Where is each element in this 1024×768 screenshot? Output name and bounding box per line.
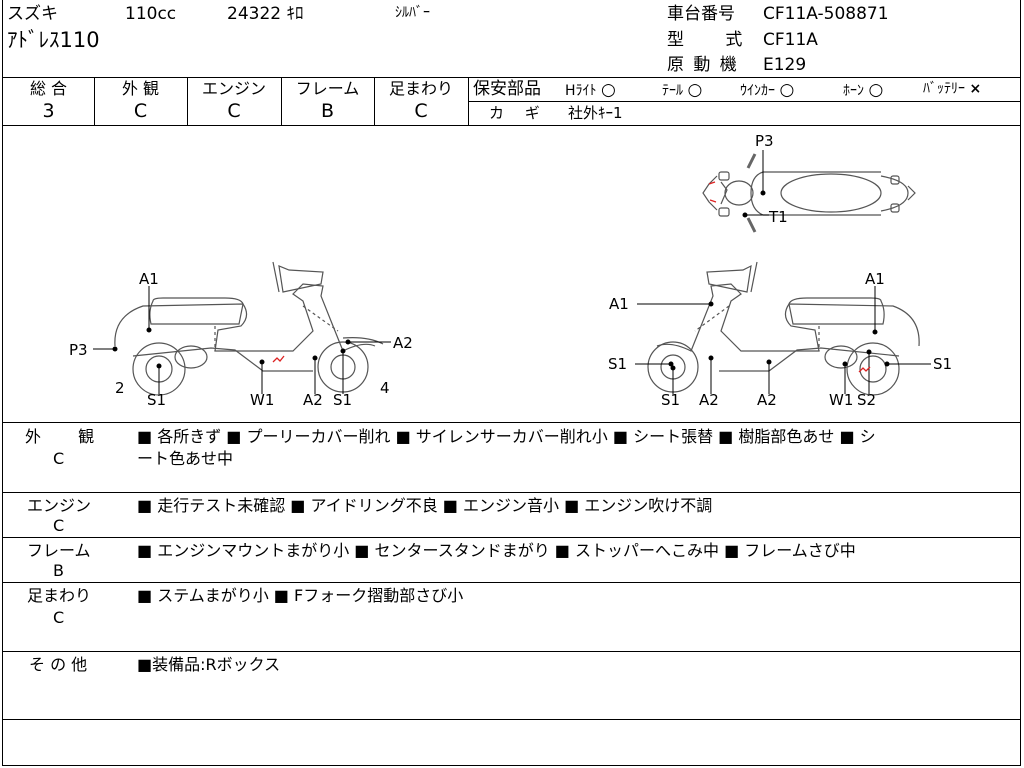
note-text: ■ ステムまがり小 ■ Fフォーク摺動部さび小 [137, 586, 464, 605]
note-text: ート色あせ中 [137, 449, 234, 468]
safety-item-battery: ﾊﾞｯﾃﾘｰ × [923, 81, 982, 97]
frame-number: CF11A-508871 [763, 4, 889, 24]
mileage: 24322 ｷﾛ [227, 4, 304, 24]
grade-header-suspension: 足まわり [388, 79, 453, 98]
grade-overall: 3 [42, 100, 55, 122]
safety-item-tail: ﾃｰﾙ ○ [662, 80, 703, 100]
note-text: ■ 走行テスト未確認 ■ アイドリング不良 ■ エンジン音小 ■ エンジン吹け不… [137, 496, 713, 515]
safety-item-horn: ﾎｰﾝ ○ [843, 80, 884, 100]
marker-left-s1: S1 [147, 391, 166, 409]
marker-right-s1r: S1 [933, 355, 952, 373]
scooter-right-view [647, 261, 920, 396]
grade-suspension: C [414, 100, 428, 122]
marker-left-p3: P3 [69, 341, 88, 359]
frame-number-label: 車台番号 [667, 4, 735, 24]
engine-value: E129 [763, 55, 807, 75]
divider [3, 492, 1020, 493]
marker-right-a2: A2 [699, 391, 719, 409]
note-text: ■装備品:Rボックス [137, 655, 281, 674]
note-grade: C [53, 516, 65, 535]
model-name: ｱﾄﾞﾚｽ110 [7, 28, 100, 52]
divider [3, 537, 1020, 538]
safety-label: 保安部品 [473, 79, 541, 99]
scooter-damage-diagram: P3 T1 A1 P3 A2 2 S1 W1 A2 S1 4 A1 A1 S1 … [69, 132, 952, 409]
type-value: CF11A [763, 30, 818, 50]
engine-label: 原 動 機 [667, 55, 739, 75]
note-grade: C [53, 608, 65, 627]
marker-top-t1: T1 [768, 208, 788, 226]
displacement: 110cc [125, 4, 177, 24]
divider [3, 651, 1020, 652]
divider [3, 582, 1020, 583]
grade-engine: C [227, 100, 241, 122]
marker-right-s2: S2 [857, 391, 876, 409]
marker-left-a1: A1 [139, 270, 159, 288]
type-label: 型 式 [667, 30, 761, 50]
note-grade: B [53, 561, 64, 580]
grade-header-exterior: 外 観 [121, 79, 160, 98]
marker-right-a1b: A1 [609, 295, 629, 313]
marker-left-w1: W1 [250, 391, 274, 409]
grade-header-engine: エンジン [201, 79, 266, 98]
grade-exterior: C [133, 100, 148, 122]
note-category: 足まわり [27, 586, 92, 605]
safety-item-headlight: Hﾗｲﾄ ○ [565, 80, 616, 100]
note-category: エンジン [27, 496, 92, 515]
marker-left-a2b: A2 [303, 391, 323, 409]
scooter-top-view [702, 153, 916, 233]
note-text: ■ エンジンマウントまがり小 ■ センタースタンドまがり ■ ストッパーへこみ中… [137, 541, 856, 560]
divider [3, 125, 1020, 126]
grade-header-frame: フレーム [295, 79, 360, 98]
marker-right-s1b: S1 [661, 391, 680, 409]
marker-left-4: 4 [380, 379, 390, 397]
divider [3, 422, 1020, 423]
note-grade: C [53, 449, 65, 468]
marker-right-a2b: A2 [757, 391, 777, 409]
marker-right-s1: S1 [608, 355, 627, 373]
marker-right-a1: A1 [865, 270, 885, 288]
color: ｼﾙﾊﾞｰ [395, 5, 430, 21]
divider [468, 101, 1020, 102]
key-label: カ ギ [489, 104, 548, 122]
grade-header-overall: 総 合 [29, 79, 68, 98]
note-category: 外 観 [25, 427, 111, 446]
note-category: フレーム [27, 541, 91, 560]
note-text: ■ 各所きず ■ プーリーカバー削れ ■ サイレンサーカバー削れ小 ■ シート張… [137, 427, 876, 446]
marker-left-2: 2 [115, 379, 125, 397]
marker-left-a2: A2 [393, 334, 413, 352]
marker-left-s1b: S1 [333, 391, 352, 409]
safety-item-winker: ｳｲﾝｶｰ ○ [740, 80, 795, 100]
marker-right-w1: W1 [829, 391, 853, 409]
divider [3, 719, 1020, 720]
grade-frame: B [320, 100, 335, 122]
key-value: 社外ｷｰ1 [568, 104, 623, 122]
note-category: そ の 他 [29, 655, 88, 674]
marker-top-p3: P3 [755, 132, 774, 150]
maker: スズキ [7, 4, 58, 24]
divider [3, 77, 1020, 78]
